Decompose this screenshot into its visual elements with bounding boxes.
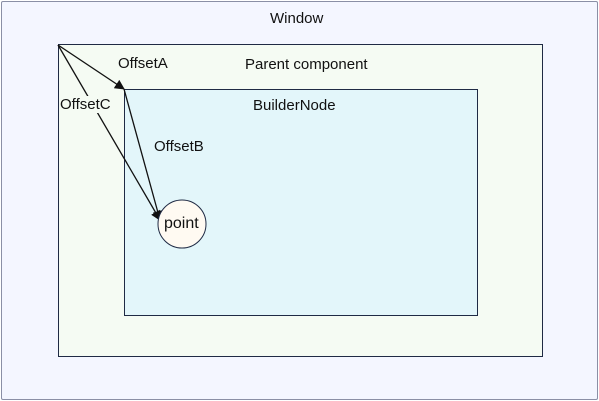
offset-c-arrow: [57, 44, 161, 221]
offset-b-label: OffsetB: [154, 138, 204, 155]
offset-c-label: OffsetC: [60, 96, 111, 113]
parent-component-label: Parent component: [245, 56, 368, 73]
offset-b-arrow: [123, 88, 163, 221]
builder-node-label: BuilderNode: [253, 97, 336, 114]
point-label: point: [164, 215, 199, 232]
offset-a-arrow: [57, 44, 125, 90]
window-label: Window: [270, 10, 324, 27]
point-circle: [157, 199, 207, 249]
offset-a-label: OffsetA: [118, 55, 168, 72]
